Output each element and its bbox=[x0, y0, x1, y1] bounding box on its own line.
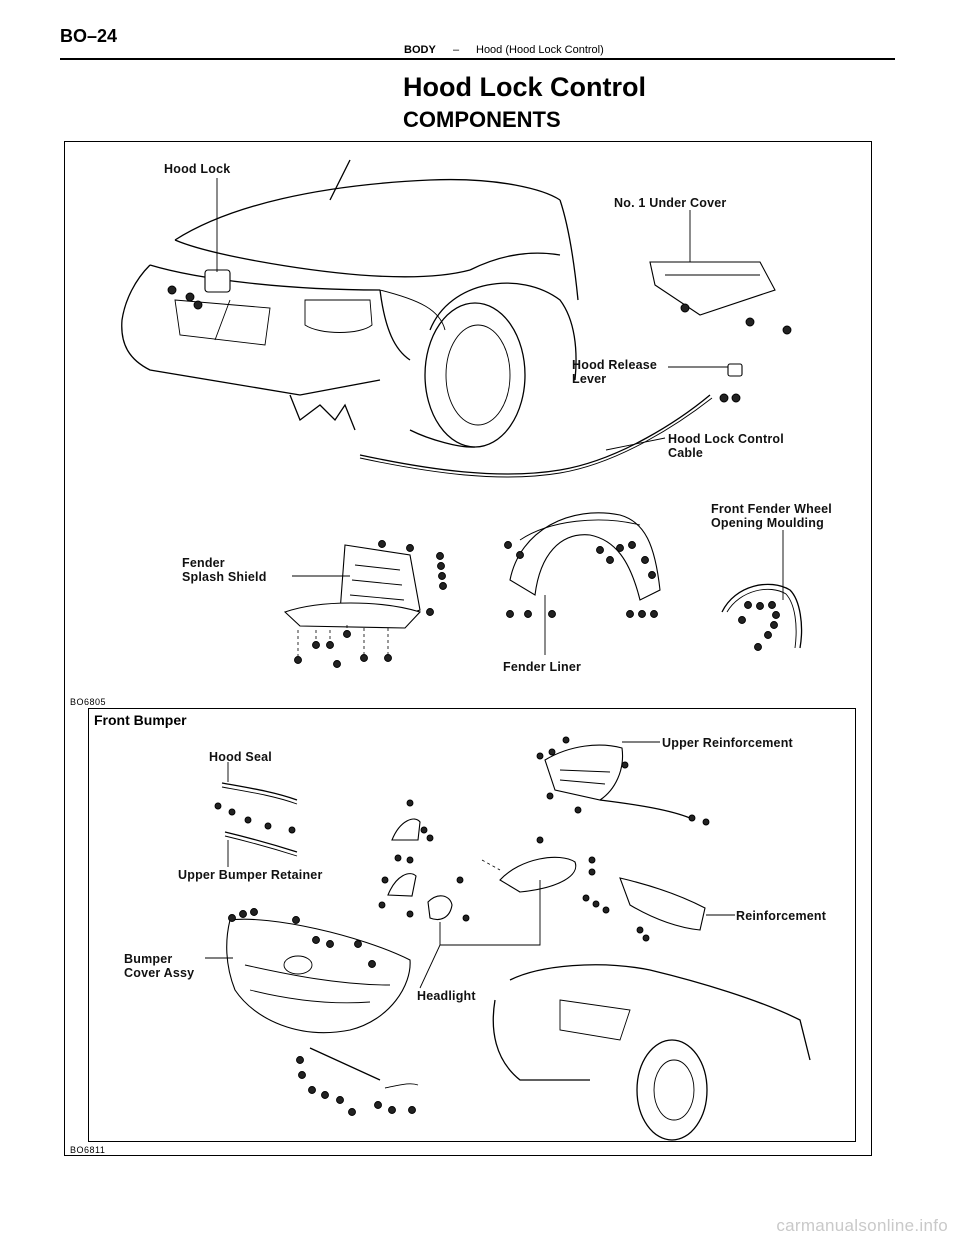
label-bumper-cover-assy-2: Cover Assy bbox=[124, 966, 195, 980]
header-rule bbox=[60, 58, 895, 60]
label-upper-bumper-retainer: Upper Bumper Retainer bbox=[178, 868, 323, 882]
label-hood-lock-control-cable-2: Cable bbox=[668, 446, 704, 460]
bumper-drawing bbox=[205, 736, 811, 1141]
label-upper-reinforcement: Upper Reinforcement bbox=[662, 736, 793, 750]
label-reinforcement: Reinforcement bbox=[736, 909, 827, 923]
splash-shield-drawing bbox=[283, 540, 447, 668]
watermark: carmanualsonline.info bbox=[776, 1216, 948, 1235]
label-fender-splash-shield-2: Splash Shield bbox=[182, 570, 267, 584]
label-hood-lock: Hood Lock bbox=[164, 162, 231, 176]
page-subtitle: COMPONENTS bbox=[403, 107, 561, 132]
label-front-fender-wheel-1: Front Fender Wheel bbox=[711, 502, 832, 516]
figure-top-code: BO6805 bbox=[70, 697, 107, 707]
label-front-fender-wheel-2: Opening Moulding bbox=[711, 516, 824, 530]
front-bumper-title: Front Bumper bbox=[94, 712, 187, 728]
page-title: Hood Lock Control bbox=[403, 72, 646, 102]
label-no1-under-cover: No. 1 Under Cover bbox=[614, 196, 727, 210]
label-hood-release-lever-1: Hood Release bbox=[572, 358, 658, 372]
label-hood-release-lever-2: Lever bbox=[572, 372, 607, 386]
figure-bottom-code: BO6811 bbox=[70, 1145, 106, 1155]
label-hood-lock-control-cable-1: Hood Lock Control bbox=[668, 432, 784, 446]
figure-frame bbox=[64, 141, 872, 1156]
car-front-drawing bbox=[121, 159, 579, 448]
label-hood-seal: Hood Seal bbox=[209, 750, 272, 764]
fender-liner-drawing bbox=[504, 512, 661, 655]
header-section: BODY bbox=[404, 44, 436, 56]
front-bumper-frame bbox=[88, 708, 856, 1142]
label-fender-splash-shield-1: Fender bbox=[182, 556, 225, 570]
header-separator: – bbox=[453, 44, 460, 56]
header-subsection: Hood (Hood Lock Control) bbox=[476, 44, 604, 56]
page-number: BO–24 bbox=[60, 26, 118, 46]
release-lever-drawing bbox=[359, 363, 743, 478]
label-headlight: Headlight bbox=[417, 989, 476, 1003]
under-cover-drawing bbox=[649, 210, 792, 335]
wheel-moulding-drawing bbox=[721, 530, 803, 651]
label-bumper-cover-assy-1: Bumper bbox=[124, 952, 173, 966]
label-fender-liner: Fender Liner bbox=[503, 660, 582, 674]
